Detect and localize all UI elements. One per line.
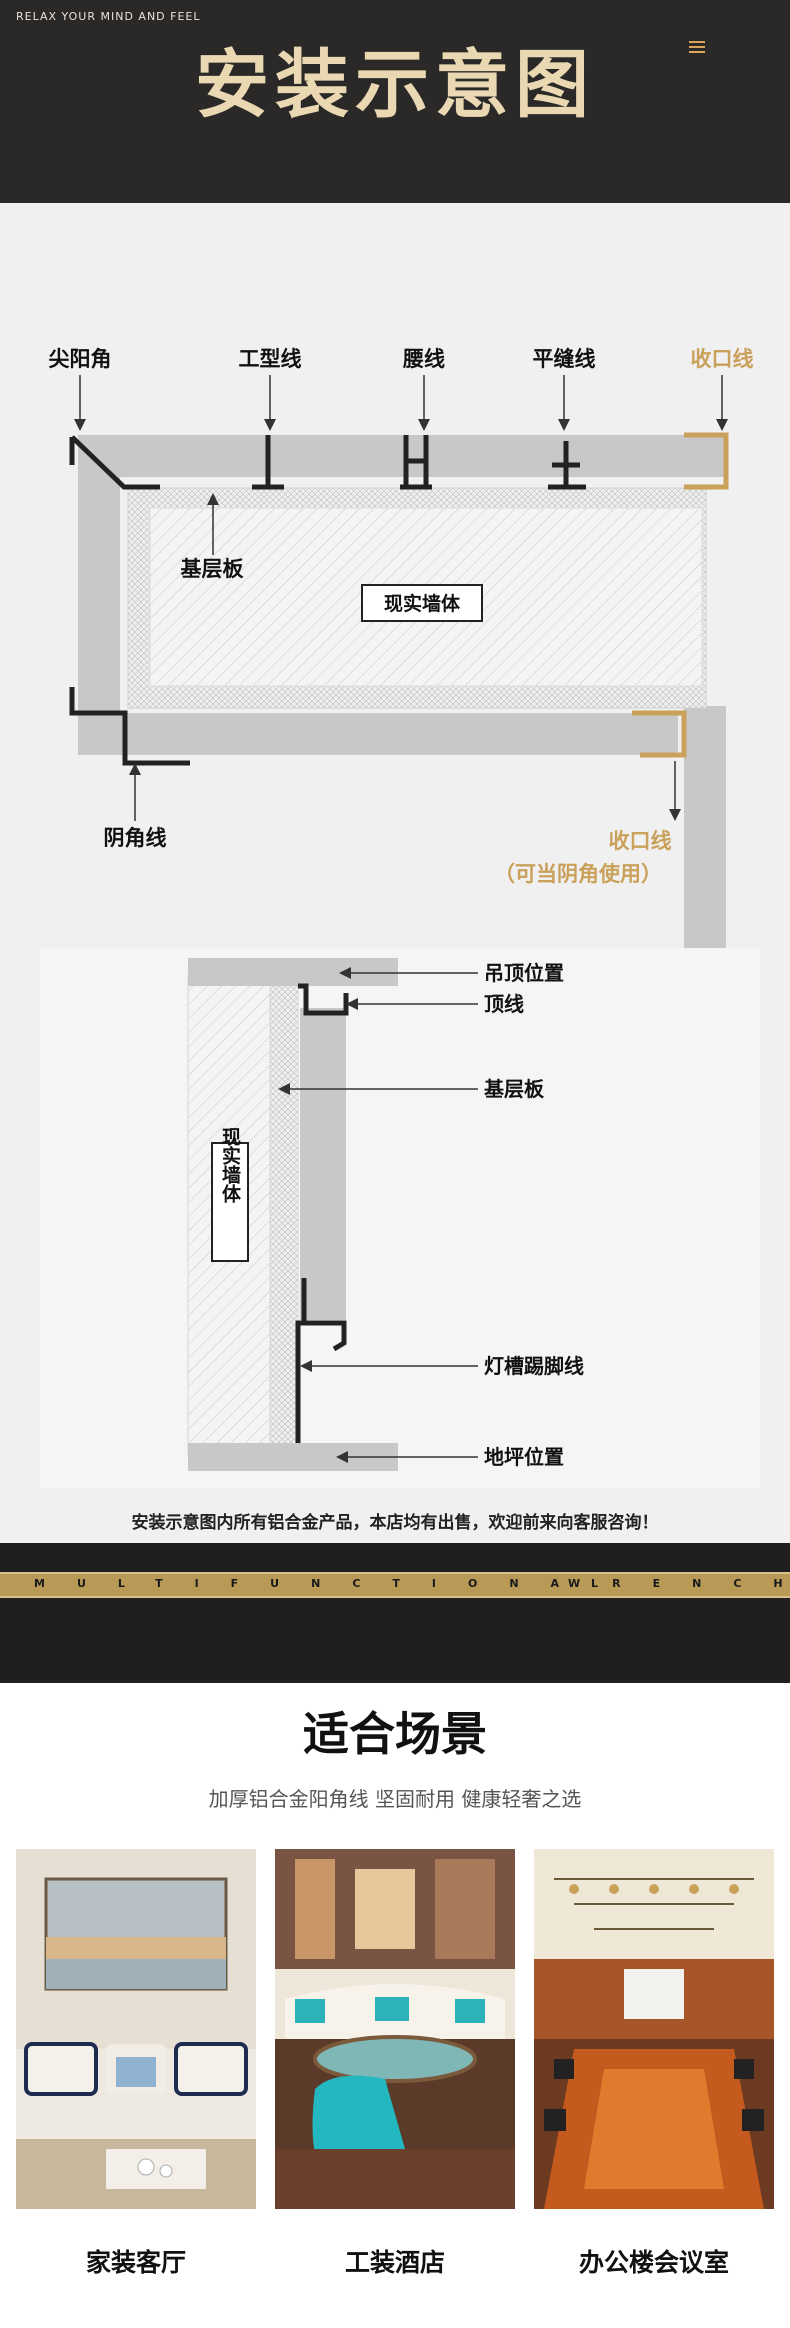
- inner-corner-profile: [69, 687, 190, 766]
- scene-card-hotel[interactable]: [275, 1849, 515, 2209]
- diagram-section: 现实墙体 尖阳角 工型线: [0, 203, 790, 1543]
- conference-image: [534, 1849, 774, 2209]
- section-base-board: [269, 974, 299, 1456]
- hotel-image: [275, 1849, 515, 2209]
- label-closing-note: （可当阴角使用）: [494, 862, 662, 886]
- tagline: RELAX YOUR MIND AND FEEL: [16, 10, 201, 23]
- label-closing-right: 收口线: [691, 347, 754, 371]
- scene-label-hotel: 工装酒店: [344, 2248, 445, 2277]
- label-sharp-corner: 尖阳角: [49, 347, 112, 371]
- section-bg: [40, 948, 760, 1488]
- label-closing-bottom: 收口线: [609, 829, 672, 853]
- label-waist: 腰线: [402, 347, 445, 371]
- label-section-base-board: 基层板: [484, 1077, 545, 1101]
- menu-icon[interactable]: [686, 38, 710, 56]
- banner-strip: MULTIFUNCTIONAL WRENCH: [0, 1572, 790, 1598]
- section-panel: [300, 1008, 346, 1320]
- installation-diagram: 现实墙体 尖阳角 工型线: [40, 347, 760, 1488]
- label-base-board: 基层板: [181, 557, 245, 581]
- scene-label-living-room: 家装客厅: [85, 2248, 186, 2277]
- wall-label-box: [361, 584, 483, 622]
- section-diagram: 现实墙体 吊顶位置 顶线 基层板: [40, 948, 760, 1488]
- scenes-section: 适合场景 加厚铝合金阳角线 坚固耐用 健康轻奢之选 家装客厅: [0, 1683, 790, 2328]
- left-panel: [78, 435, 120, 715]
- waist-profile-shape: [400, 435, 432, 490]
- scene-card-conference[interactable]: [534, 1849, 774, 2209]
- banner-word-1: MULTIFUNCTIONAL: [34, 1577, 631, 1590]
- scene-label-conference: 办公楼会议室: [578, 2248, 729, 2277]
- i-profile-shape: [252, 435, 284, 490]
- section-wall-label-box: [211, 1142, 249, 1262]
- brand-banner: MULTIFUNCTIONAL WRENCH: [0, 1543, 790, 1683]
- section-wall-label: 现实墙体: [219, 1127, 241, 1204]
- living-room-image: [16, 1849, 256, 2209]
- closing-line-profile-bottom: [632, 710, 687, 758]
- installation-note: 安装示意图内所有铝合金产品，本店均有出售，欢迎前来向客服咨询！: [131, 1513, 659, 1533]
- label-inner-corner: 阴角线: [104, 826, 167, 850]
- bottom-panel: [78, 713, 678, 755]
- closing-line-profile-right: [684, 432, 729, 490]
- label-flat-seam: 平缝线: [533, 347, 596, 371]
- scene-card-living-room[interactable]: [16, 1849, 256, 2209]
- label-ceiling: 吊顶位置: [484, 961, 564, 985]
- wall-label: 现实墙体: [384, 592, 461, 615]
- flat-seam-profile-shape: [548, 441, 586, 490]
- banner-word-2: WRENCH: [568, 1577, 790, 1590]
- page-title: 安装示意图: [195, 42, 595, 128]
- page-header: RELAX YOUR MIND AND FEEL 安装示意图: [0, 0, 790, 203]
- top-panel: [78, 435, 728, 477]
- ceiling-slab: [188, 958, 398, 986]
- scenes-subtitle: 加厚铝合金阳角线 坚固耐用 健康轻奢之选: [208, 1787, 582, 1811]
- sharp-corner-profile: [70, 435, 160, 490]
- label-i-profile: 工型线: [239, 347, 302, 371]
- label-floor: 地坪位置: [484, 1445, 564, 1469]
- skirting-profile: [295, 1320, 347, 1443]
- label-skirting: 灯槽踢脚线: [484, 1354, 584, 1378]
- scenes-title: 适合场景: [303, 1707, 487, 1761]
- label-top-line: 顶线: [484, 992, 524, 1016]
- plan-diagram: 现实墙体 尖阳角 工型线: [49, 347, 754, 961]
- right-post: [684, 706, 726, 961]
